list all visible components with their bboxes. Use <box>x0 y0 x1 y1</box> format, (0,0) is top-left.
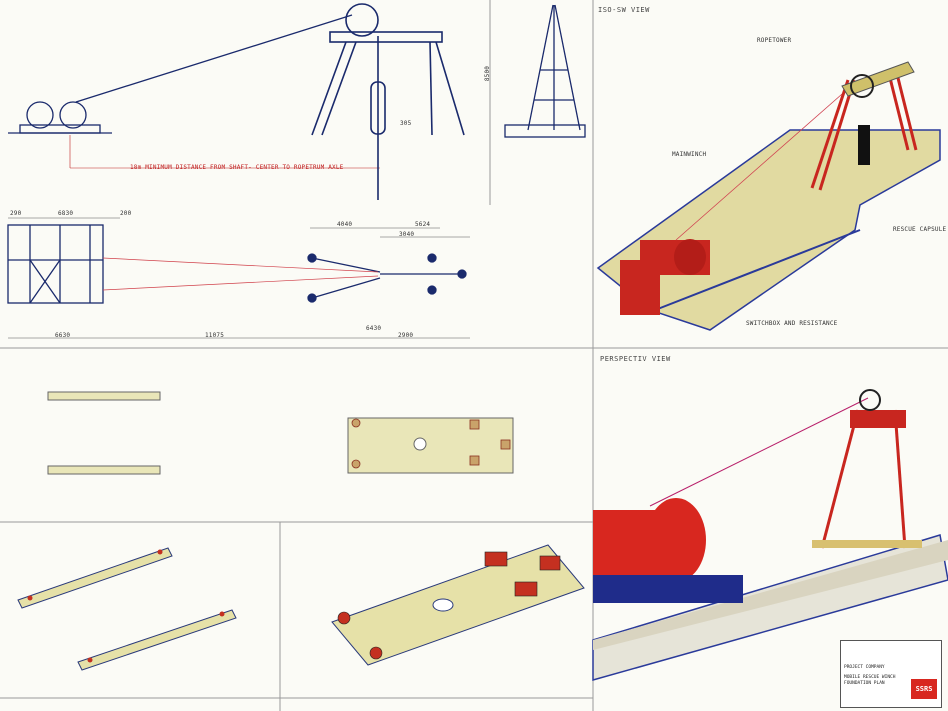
title-block-title: MOBILE RESCUE WINCH <box>844 675 896 680</box>
foundation-plan-left <box>47 391 161 475</box>
iso-foundation-left <box>17 547 237 671</box>
switchbox-label: SWITCHBOX AND RESISTANCE <box>746 320 838 327</box>
title-block-logo: SSRS <box>911 679 937 699</box>
tower-side-elevation <box>504 4 586 138</box>
distance-note: 18m MINIMUM DISTANCE FROM SHAFT- CENTER … <box>130 164 344 171</box>
dim-elev-8500: 8500 <box>484 65 492 82</box>
plan-dim-lines <box>8 217 470 339</box>
dim-plan-3040: 3040 <box>399 231 415 238</box>
perspective-view-title: PERSPECTIV VIEW <box>600 355 671 363</box>
ropetower-label: ROPETOWER <box>757 37 792 44</box>
iso-sw-view <box>596 61 941 331</box>
dim-plan-bottom-right: 2900 <box>398 332 414 339</box>
plan-view <box>7 224 467 304</box>
title-block-company: PROJECT COMPANY <box>844 665 885 670</box>
iso-foundation-right <box>331 544 585 666</box>
dim-plan-top-mid: 6830 <box>58 210 74 217</box>
title-block-subtitle: FOUNDATION PLAN <box>844 681 885 686</box>
mainwinch-label: MAINWINCH <box>672 151 707 158</box>
dim-plan-bottom-left: 6630 <box>55 332 71 339</box>
dim-plan-6430: 6430 <box>366 325 382 332</box>
dim-elev-305: 305 <box>400 120 412 127</box>
perspective-view <box>592 389 948 681</box>
title-block: PROJECT COMPANY MOBILE RESCUE WINCH FOUN… <box>840 640 942 708</box>
dim-plan-top-right: 200 <box>120 210 132 217</box>
dim-plan-top-left: 290 <box>10 210 22 217</box>
iso-sw-view-title: ISO-SW VIEW <box>598 6 650 14</box>
foundation-plan-right <box>347 417 514 474</box>
gantry-elevation <box>311 3 465 200</box>
rescue-capsule-label: RESCUE CAPSULE <box>893 226 947 233</box>
winch-elevation <box>8 14 353 134</box>
dim-plan-5624: 5624 <box>415 221 431 228</box>
dim-plan-4040: 4040 <box>337 221 353 228</box>
dim-plan-bottom-mid: 11075 <box>205 332 225 339</box>
